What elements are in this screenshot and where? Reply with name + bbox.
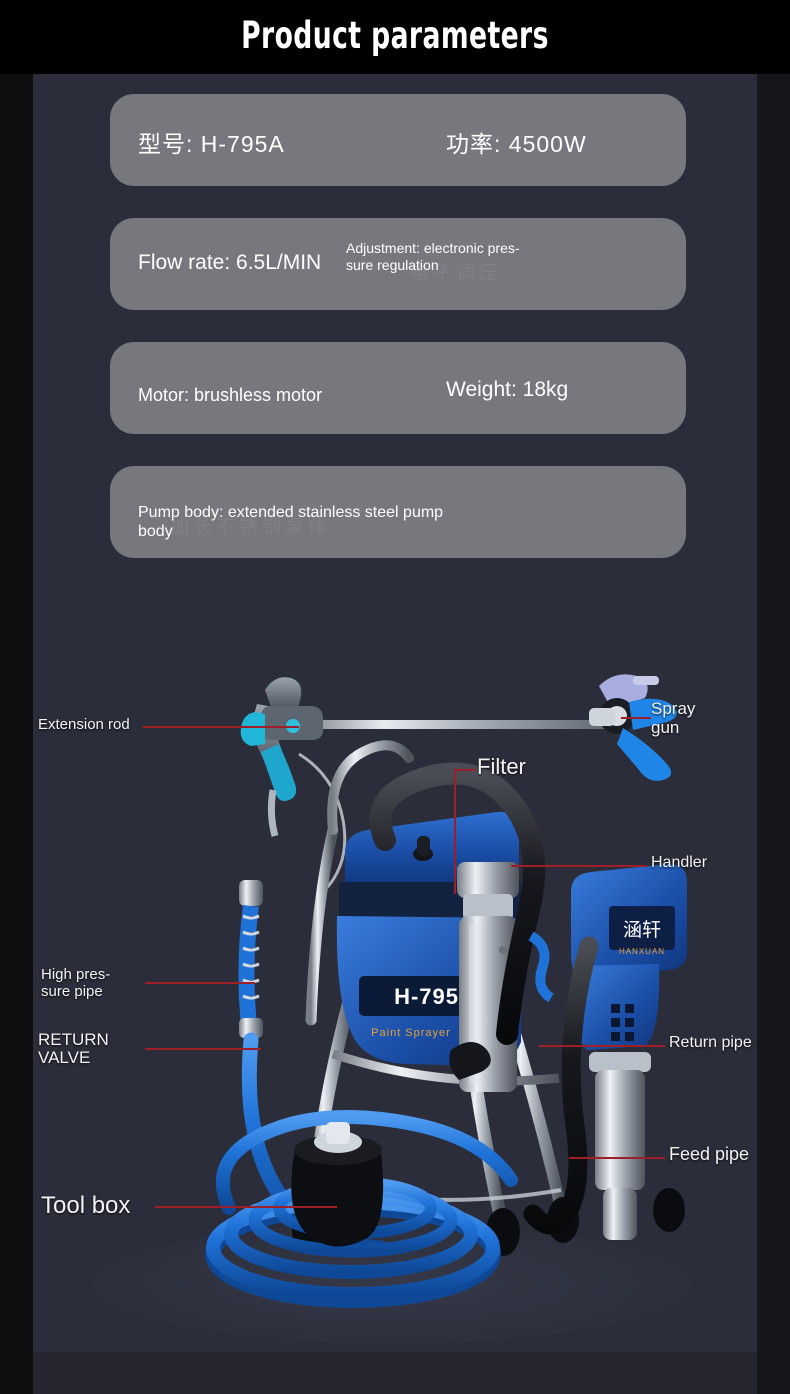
filter-housing — [449, 862, 519, 1092]
black-hose — [369, 762, 546, 1045]
callout-feed-pipe: Feed pipe — [669, 1144, 750, 1164]
leader-return-pipe — [539, 1045, 665, 1047]
leader-tool-box — [155, 1206, 337, 1208]
spec-weight-label: Weight: 18kg — [446, 378, 569, 401]
content-panel: 型号: H-795A 功率: 4500W 电子调压 Flow rate: 6.5… — [33, 74, 757, 1352]
leader-handler — [511, 865, 647, 867]
spec-motor-label: Motor: brushless motor — [138, 385, 323, 405]
right-letterbox — [757, 74, 790, 1394]
spec-pump-body-label: Pump body: extended stainless steel pump… — [138, 504, 444, 540]
gun-left — [240, 677, 347, 894]
leader-filter-vertical — [454, 769, 456, 894]
sprayer-illustration: H-795A Paint Sprayer — [93, 674, 693, 1344]
callout-spray-gun: Spray gun — [651, 699, 696, 737]
page-title: Product parameters — [241, 14, 549, 57]
spec-row-pump-body: 加长不锈钢泵体 Pump body: extended stainless st… — [110, 466, 686, 558]
spec-row-model: 型号: H-795A 功率: 4500W — [110, 94, 686, 186]
hose-coil — [205, 1109, 518, 1308]
callout-filter: Filter — [477, 754, 526, 779]
callout-high-pressure-pipe: High pres- sure pipe — [41, 966, 111, 1000]
tool-box — [291, 1122, 384, 1247]
blue-hp-pipe — [238, 880, 263, 1038]
callout-tool-box: Tool box — [41, 1192, 131, 1219]
callout-handler: Handler — [651, 854, 708, 871]
product-diagram: H-795A Paint Sprayer — [33, 594, 757, 1352]
spec-row-motor: Motor: brushless motor Weight: 18kg — [110, 342, 686, 434]
leader-return-valve — [145, 1048, 261, 1050]
leader-high-pressure-pipe — [145, 982, 255, 984]
spec-table: 型号: H-795A 功率: 4500W 电子调压 Flow rate: 6.5… — [110, 94, 686, 590]
left-letterbox — [0, 74, 33, 1394]
spec-adjustment-label: Adjustment: electronic pres- sure regula… — [346, 240, 520, 273]
svg-text:涵轩: 涵轩 — [623, 919, 661, 941]
gun-right — [589, 674, 677, 781]
callout-return-valve: RETURN VALVE — [38, 1030, 109, 1067]
motor-unit: 涵轩 HANXUAN — [571, 864, 687, 1240]
spec-model-label: 型号: H-795A — [138, 131, 285, 157]
svg-text:Paint Sprayer: Paint Sprayer — [371, 1027, 451, 1039]
svg-text:HANXUAN: HANXUAN — [619, 947, 665, 956]
callout-extension-rod: Extension rod — [38, 716, 130, 733]
spec-flow-rate-label: Flow rate: 6.5L/MIN — [138, 251, 322, 274]
page-header: Product parameters — [0, 0, 790, 74]
callout-return-pipe: Return pipe — [669, 1034, 752, 1051]
spec-row-flow: 电子调压 Flow rate: 6.5L/MIN Adjustment: ele… — [110, 218, 686, 310]
leader-extension-rod — [143, 726, 299, 728]
leader-filter-horizontal — [454, 769, 476, 771]
leader-feed-pipe — [569, 1157, 665, 1159]
spec-power-label: 功率: 4500W — [446, 131, 587, 157]
leader-spray-gun — [621, 717, 651, 719]
panel-footer-band — [33, 1352, 757, 1394]
